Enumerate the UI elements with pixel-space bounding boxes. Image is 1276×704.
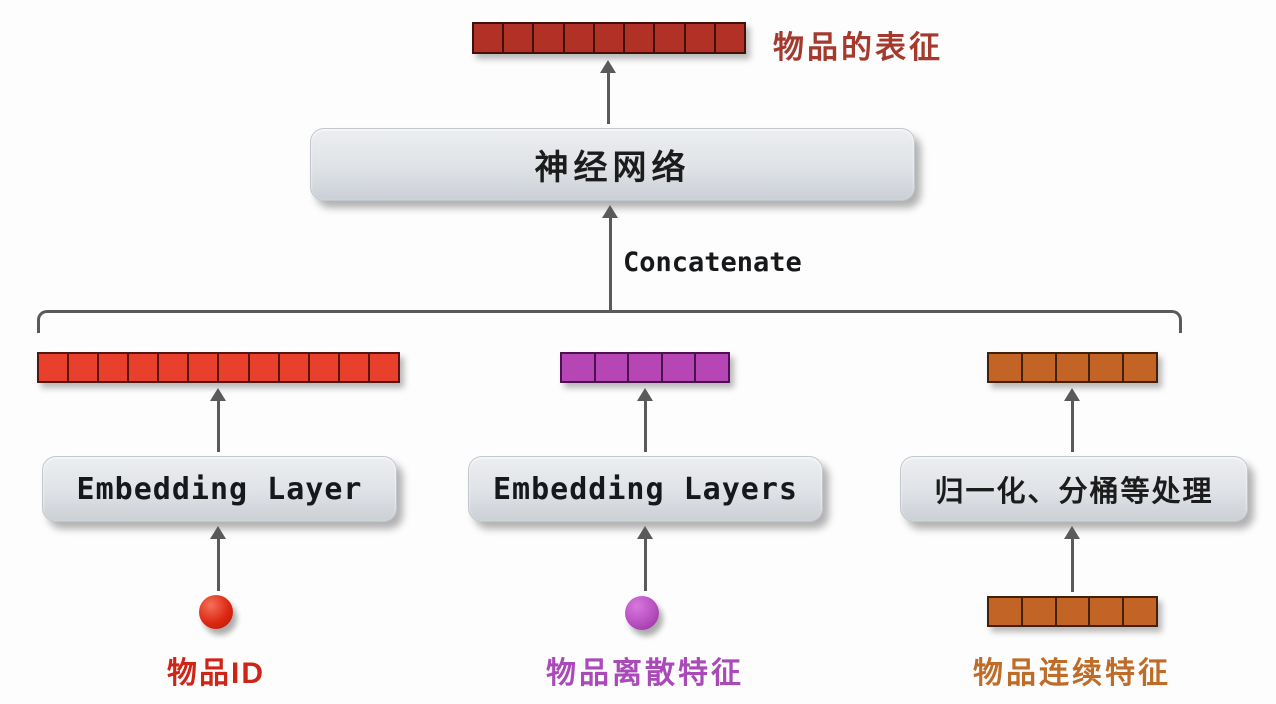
vector-cell xyxy=(129,354,160,381)
vector-cell xyxy=(629,354,663,381)
arrow-stem xyxy=(608,214,612,311)
arrow-concatenate-to-network xyxy=(602,205,618,311)
output-representation-label: 物品的表征 xyxy=(773,30,943,65)
arrow-discrete-features-to-embedding-layers xyxy=(637,526,653,591)
vector-cell xyxy=(69,354,100,381)
item-continuous-label: 物品连续特征 xyxy=(973,657,1171,690)
vector-cell xyxy=(279,354,310,381)
vector-cell xyxy=(662,354,697,381)
vector-cell xyxy=(219,354,250,381)
arrow-head xyxy=(602,205,618,218)
vector-cell xyxy=(594,24,626,52)
vector-cell xyxy=(989,354,1023,381)
arrow-head xyxy=(637,388,653,401)
vector-cell xyxy=(99,354,130,381)
normalization-bucketing-box: 归一化、分桶等处理 xyxy=(900,456,1248,522)
vector-cell xyxy=(655,24,686,52)
arrow-item-id-to-embedding-layer xyxy=(210,526,226,591)
arrow-embedding-layer-to-vector xyxy=(210,388,226,452)
vector-cell xyxy=(625,24,656,52)
vector-cell xyxy=(369,354,398,381)
arrow-head xyxy=(1064,388,1080,401)
arrow-head xyxy=(210,526,226,539)
item-id-dot xyxy=(199,595,233,629)
arrow-stem xyxy=(606,69,610,124)
vector-cell xyxy=(1090,354,1125,381)
vector-cell xyxy=(989,598,1023,625)
vector-cell xyxy=(249,354,280,381)
vector-cell xyxy=(1056,598,1091,625)
vector-cell xyxy=(39,354,70,381)
vector-cell xyxy=(685,24,716,52)
vector-cell xyxy=(564,24,595,52)
vector-cell xyxy=(562,354,596,381)
arrow-stem xyxy=(643,535,647,591)
vector-cell xyxy=(1056,354,1091,381)
vector-cell xyxy=(339,354,370,381)
arrow-continuous-features-to-normalization xyxy=(1064,526,1080,592)
vector-cell xyxy=(715,24,744,52)
neural-network-box: 神经网络 xyxy=(310,128,915,201)
embedding-layers-box: Embedding Layers xyxy=(468,456,823,522)
vector-cell xyxy=(309,354,340,381)
arrow-embedding-layers-to-vector xyxy=(637,388,653,452)
item-id-label: 物品ID xyxy=(167,657,265,690)
vector-cell xyxy=(1090,598,1125,625)
item-discrete-embedding-vector xyxy=(560,352,730,383)
arrow-stem xyxy=(216,535,220,591)
arrow-head xyxy=(210,388,226,401)
item-continuous-processed-vector xyxy=(987,352,1158,383)
arrow-stem xyxy=(643,397,647,452)
vector-cell xyxy=(534,24,565,52)
embedding-layer-box: Embedding Layer xyxy=(42,456,397,522)
vector-cell xyxy=(189,354,220,381)
vector-cell xyxy=(1124,354,1156,381)
concatenation-bracket xyxy=(37,310,1182,333)
arrow-normalization-to-vector xyxy=(1064,388,1080,452)
vector-cell xyxy=(1124,598,1156,625)
item-continuous-input-vector xyxy=(987,596,1158,627)
vector-cell xyxy=(1022,598,1057,625)
item-discrete-label: 物品离散特征 xyxy=(546,657,744,690)
output-representation-vector xyxy=(472,22,746,54)
vector-cell xyxy=(696,354,728,381)
arrow-head xyxy=(1064,526,1080,539)
vector-cell xyxy=(1022,354,1057,381)
arrow-head xyxy=(637,526,653,539)
vector-cell xyxy=(504,24,535,52)
vector-cell xyxy=(474,24,505,52)
arrow-stem xyxy=(1070,397,1074,452)
arrow-network-to-output xyxy=(600,60,616,124)
vector-cell xyxy=(595,354,630,381)
item-discrete-dot xyxy=(625,596,659,630)
arrow-stem xyxy=(216,397,220,452)
item-id-embedding-vector xyxy=(37,352,400,383)
arrow-stem xyxy=(1070,535,1074,592)
concatenate-label: Concatenate xyxy=(623,247,802,278)
vector-cell xyxy=(159,354,190,381)
arrow-head xyxy=(600,60,616,73)
